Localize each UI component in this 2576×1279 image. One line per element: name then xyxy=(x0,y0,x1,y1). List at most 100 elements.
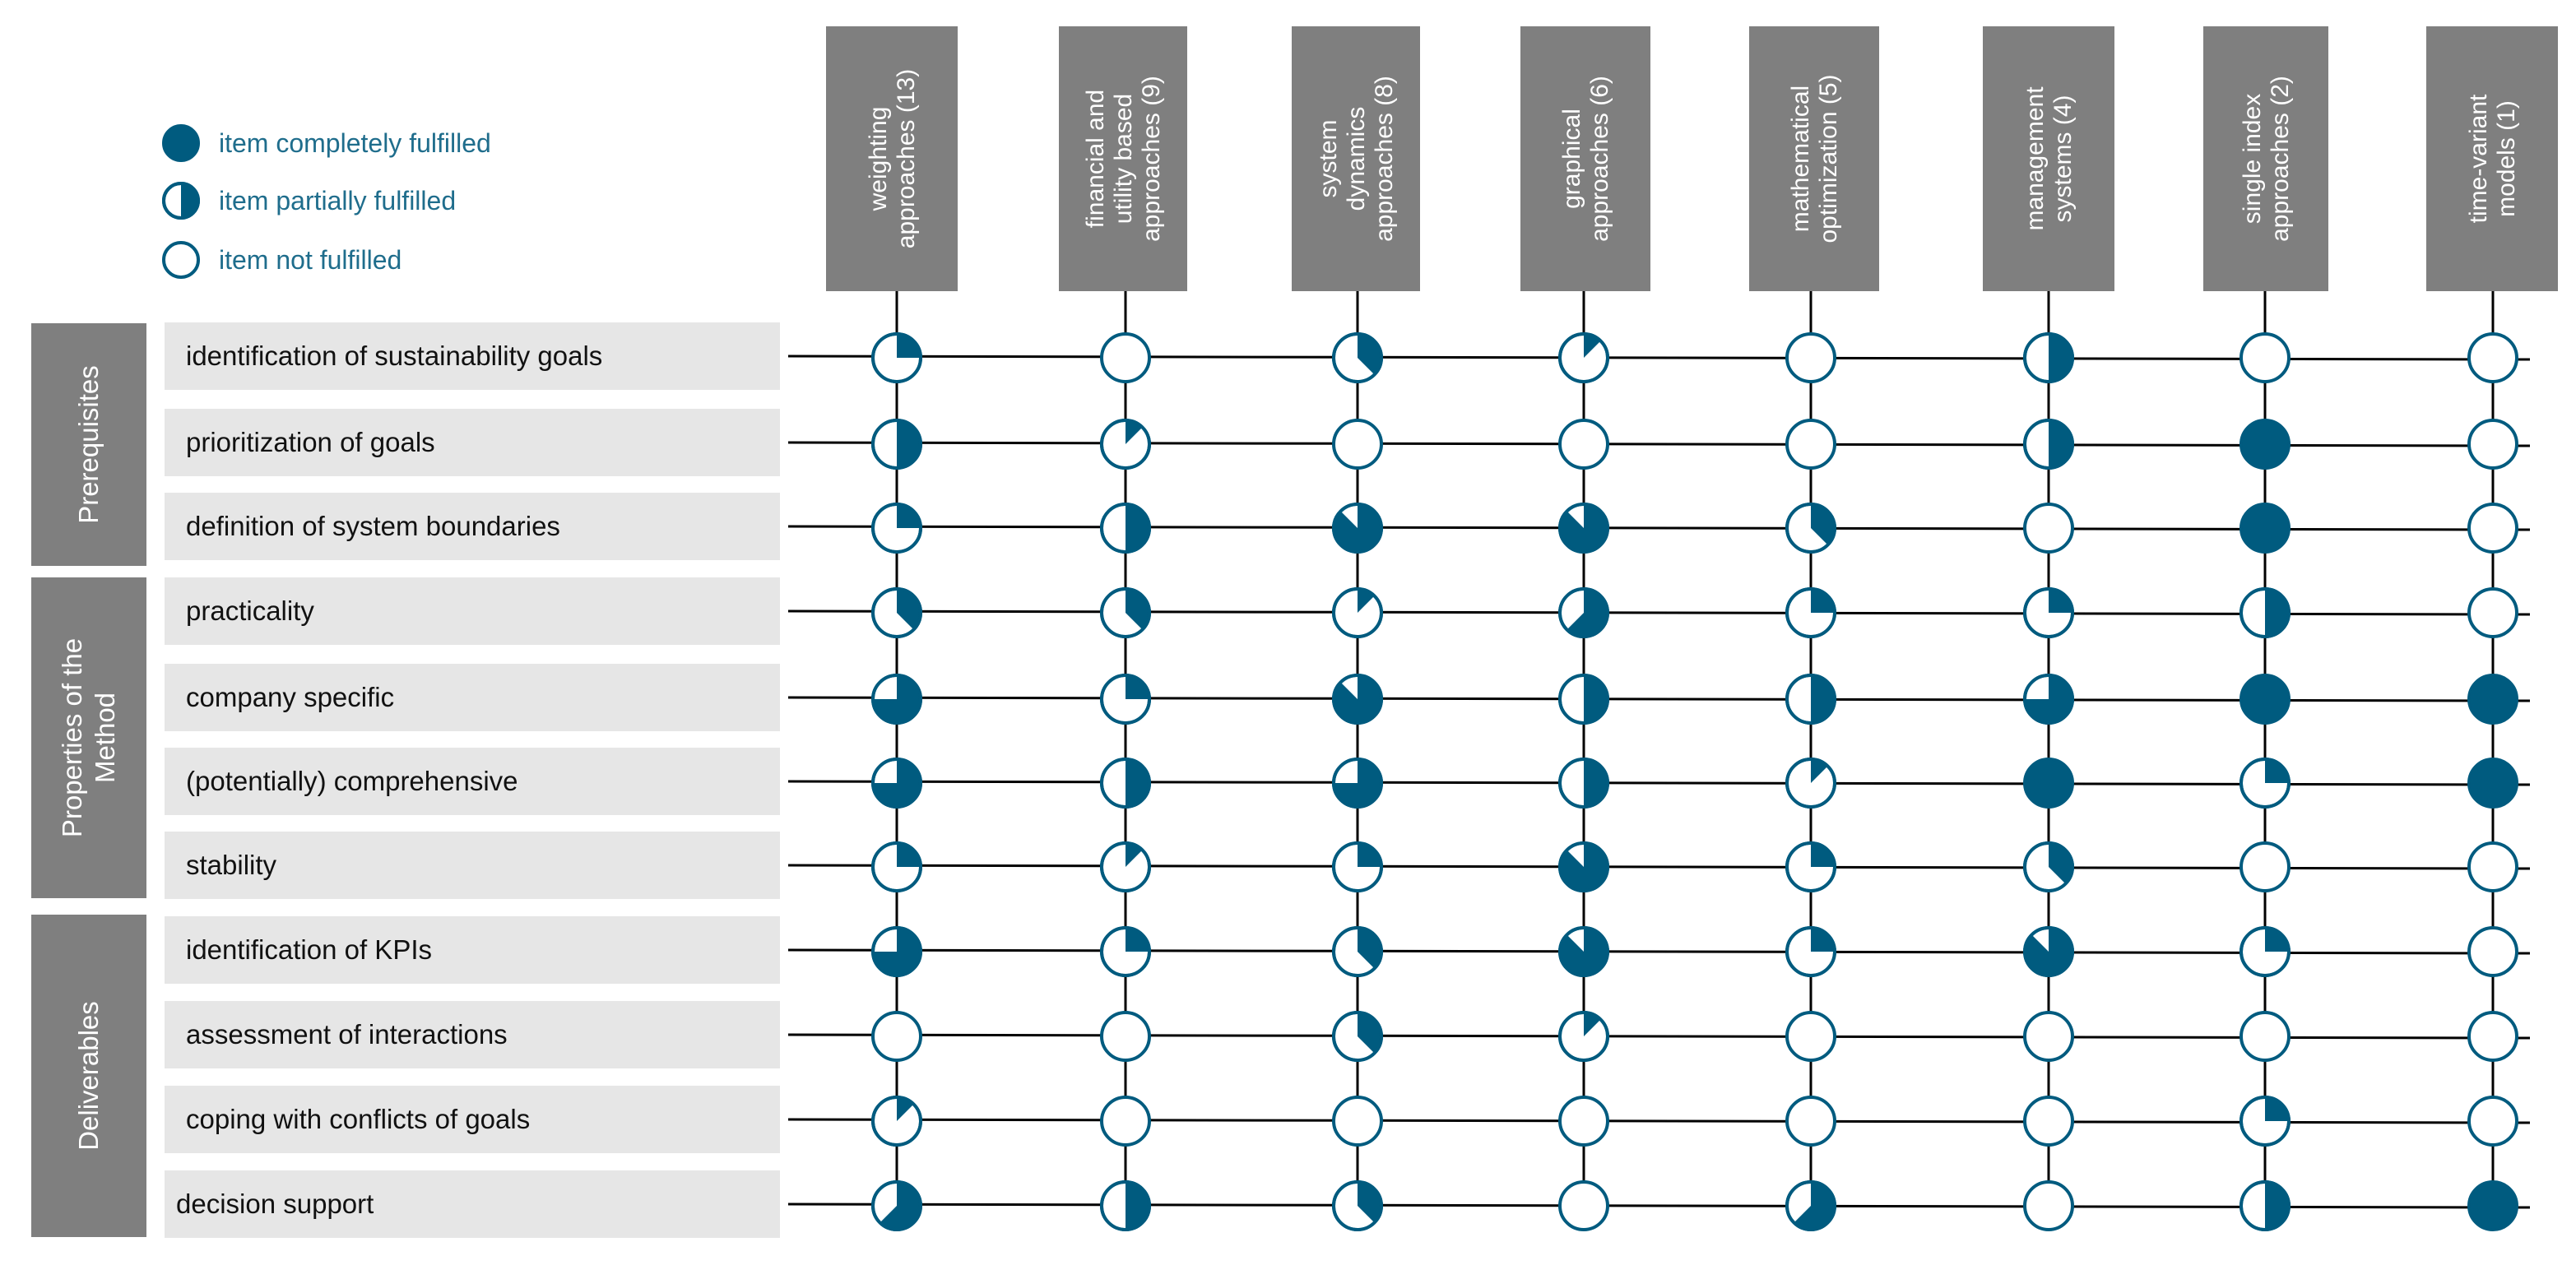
group-label-line: Properties of the xyxy=(57,638,87,837)
harvey-ball-icon xyxy=(871,841,922,892)
matrix-cell xyxy=(1332,926,1383,977)
row-label-box xyxy=(165,916,780,984)
column-header: systemdynamicsapproaches (8) xyxy=(1292,26,1420,291)
harvey-ball-icon xyxy=(2467,1180,2518,1231)
row-label-text: coping with conflicts of goals xyxy=(186,1104,530,1134)
harvey-ball-icon xyxy=(1785,841,1836,892)
column-header-line: management xyxy=(2021,86,2049,231)
matrix-cell xyxy=(1332,758,1383,809)
harvey-ball-icon xyxy=(1785,1011,1836,1062)
matrix-cell xyxy=(1785,1096,1836,1147)
row-label: company specific xyxy=(165,664,780,731)
matrix-cell xyxy=(2023,332,2074,383)
matrix-cell xyxy=(1558,1096,1609,1147)
harvey-ball-icon xyxy=(2467,841,2518,892)
matrix-cell xyxy=(1100,841,1151,892)
column-header-line: utility based xyxy=(1110,94,1137,224)
group-label: Properties of theMethod xyxy=(31,577,146,898)
column-header: financial andutility basedapproaches (9) xyxy=(1059,26,1187,291)
row-label: prioritization of goals xyxy=(165,409,780,476)
harvey-ball-icon xyxy=(2239,841,2291,892)
harvey-ball-icon xyxy=(1785,758,1836,809)
harvey-ball-icon xyxy=(1558,926,1609,977)
matrix-cell xyxy=(1558,332,1609,383)
row-label-text: stability xyxy=(186,850,277,880)
matrix-cell xyxy=(2239,1180,2291,1231)
harvey-ball-icon xyxy=(2467,503,2518,554)
harvey-ball-icon xyxy=(2467,926,2518,977)
matrix-cell xyxy=(1785,419,1836,470)
matrix-cell xyxy=(1100,1096,1151,1147)
harvey-ball-icon xyxy=(1558,503,1609,554)
harvey-ball-icon xyxy=(1100,419,1151,470)
column-header-line: approaches (6) xyxy=(1586,76,1613,242)
row-label-text: definition of system boundaries xyxy=(186,511,560,541)
column-header-box xyxy=(2203,26,2328,291)
harvey-ball-icon xyxy=(871,1096,922,1147)
column-header: mathematicaloptimization (5) xyxy=(1749,26,1879,291)
matrix-cell xyxy=(2023,926,2074,977)
matrix-cell xyxy=(871,332,922,383)
harvey-ball-icon xyxy=(2239,587,2291,638)
column-header-line: approaches (13) xyxy=(893,69,920,248)
harvey-ball-icon xyxy=(1332,1180,1383,1231)
row-label-box xyxy=(165,322,780,390)
harvey-ball-icon xyxy=(2239,1180,2291,1231)
group-label-text: Deliverables xyxy=(73,1001,104,1151)
harvey-ball-icon xyxy=(2467,758,2518,809)
row-label-box xyxy=(165,832,780,899)
row-label: assessment of interactions xyxy=(165,1001,780,1068)
row-label-text: decision support xyxy=(176,1189,374,1219)
harvey-ball-icon xyxy=(1100,503,1151,554)
row-label-box xyxy=(165,748,780,815)
matrix-cell xyxy=(1100,332,1151,383)
matrix-cell xyxy=(2467,674,2518,725)
matrix-cell xyxy=(2239,587,2291,638)
matrix-cell xyxy=(2467,1096,2518,1147)
group-label-box xyxy=(31,323,146,566)
column-header-line: dynamics xyxy=(1343,107,1370,211)
matrix-cell xyxy=(871,1011,922,1062)
matrix-cell xyxy=(1332,1180,1383,1231)
harvey-ball-icon xyxy=(2239,503,2291,554)
matrix-cell xyxy=(2239,1011,2291,1062)
harvey-ball-icon xyxy=(2023,332,2074,383)
matrix-cell xyxy=(2467,1011,2518,1062)
matrix-cell xyxy=(2023,1011,2074,1062)
matrix-cell xyxy=(2023,419,2074,470)
column-header: managementsystems (4) xyxy=(1983,26,2114,291)
matrix-cell xyxy=(2467,841,2518,892)
harvey-ball-icon xyxy=(2467,674,2518,725)
harvey-ball-icon xyxy=(1785,503,1836,554)
matrix-cell xyxy=(2023,674,2074,725)
matrix-cell xyxy=(1558,419,1609,470)
harvey-ball-icon xyxy=(1100,1011,1151,1062)
column-header-line: mathematical xyxy=(1787,86,1814,232)
harvey-ball-icon xyxy=(1100,926,1151,977)
harvey-ball-icon xyxy=(871,419,922,470)
column-header-label: mathematicaloptimization (5) xyxy=(1787,74,1842,243)
row-label: stability xyxy=(165,832,780,899)
harvey-ball-icon xyxy=(871,674,922,725)
matrix-cell xyxy=(871,1180,922,1231)
harvey-ball-icon xyxy=(2467,587,2518,638)
group-label-line: Deliverables xyxy=(73,1001,104,1151)
matrix-cell xyxy=(871,503,922,554)
column-header-line: models (1) xyxy=(2493,100,2520,217)
harvey-ball-icon xyxy=(2023,587,2074,638)
matrix-cell xyxy=(1100,419,1151,470)
row-label-text: (potentially) comprehensive xyxy=(186,766,518,796)
row-label: identification of sustainability goals xyxy=(165,322,780,390)
row-label: identification of KPIs xyxy=(165,916,780,984)
row-label-box xyxy=(165,1170,780,1238)
matrix-cell xyxy=(1100,1180,1151,1231)
column-header-label: financial andutility basedapproaches (9) xyxy=(1082,76,1165,242)
harvey-ball-icon xyxy=(1332,758,1383,809)
group-label-text: Prerequisites xyxy=(73,365,104,524)
harvey-ball-icon xyxy=(1332,503,1383,554)
harvey-ball-icon xyxy=(1100,587,1151,638)
matrix-cell xyxy=(2467,587,2518,638)
column-header-line: time-variant xyxy=(2465,94,2492,223)
matrix-cell xyxy=(871,926,922,977)
